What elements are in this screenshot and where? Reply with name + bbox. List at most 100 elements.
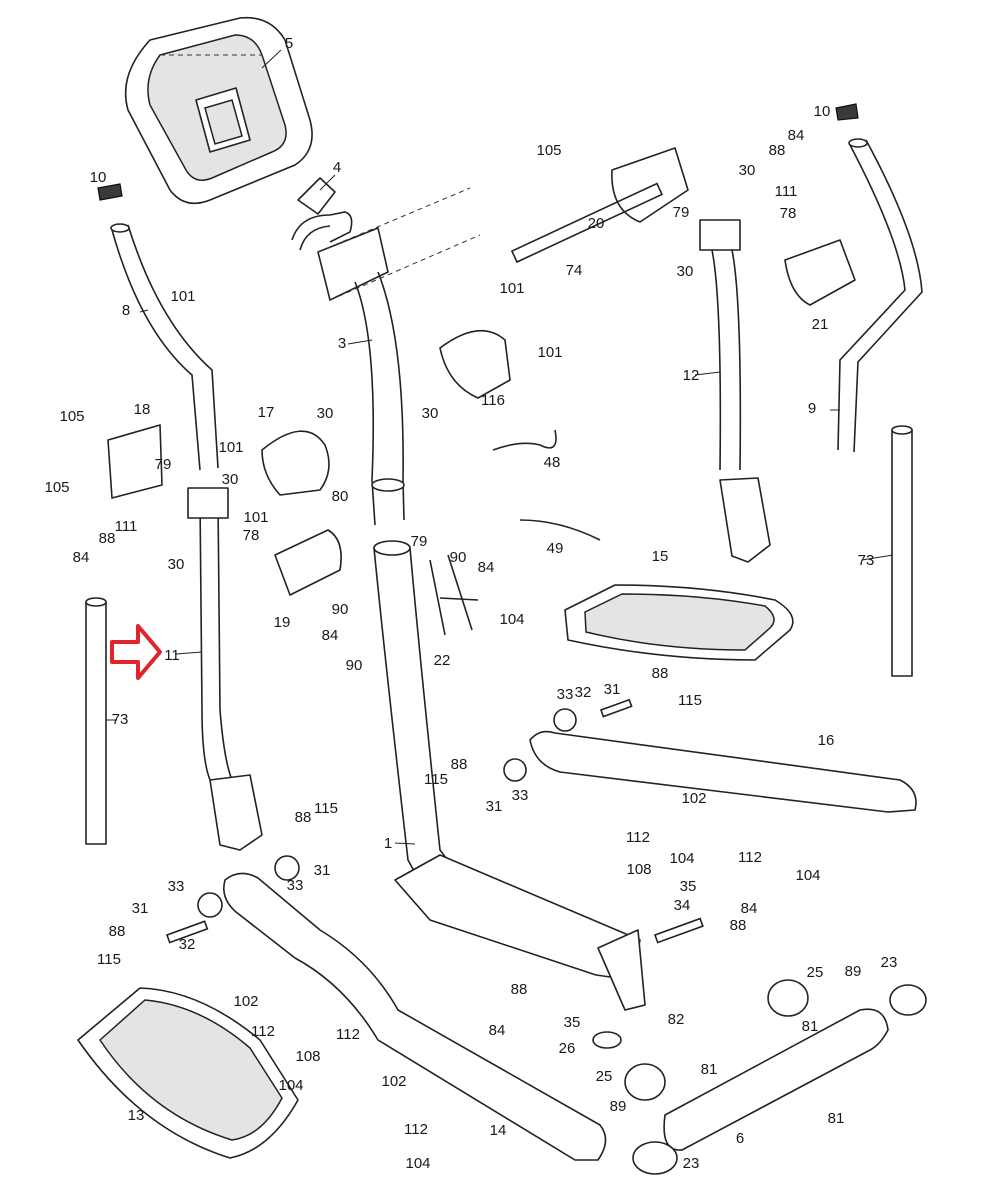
callout-label-89: 89 [610,1098,627,1115]
callout-label-33: 33 [512,787,529,804]
callout-label-32: 32 [179,936,196,953]
callout-label-101: 101 [499,280,524,297]
callout-label-9: 9 [808,400,816,417]
callout-label-80: 80 [332,488,349,505]
handlebar-9 [835,103,923,453]
callout-label-25: 25 [807,964,824,981]
callout-label-88: 88 [99,530,116,547]
callout-label-105: 105 [44,479,69,496]
callout-label-34: 34 [674,897,691,914]
callout-label-84: 84 [73,549,90,566]
stabilizer-6 [624,979,927,1175]
callout-label-104: 104 [499,611,524,628]
callout-label-90: 90 [450,549,467,566]
callouts: 1345689101011121314151617181920212223232… [44,35,897,1172]
callout-label-73: 73 [858,552,875,569]
callout-label-81: 81 [701,1061,718,1078]
callout-label-90: 90 [346,657,363,674]
callout-label-14: 14 [490,1122,507,1139]
callout-label-30: 30 [422,405,439,422]
callout-label-104: 104 [795,867,820,884]
callout-label-88: 88 [295,809,312,826]
callout-label-33: 33 [168,878,185,895]
pedal-arm-16 [529,730,917,813]
hardware [107,147,856,1049]
callout-label-22: 22 [434,652,451,669]
callout-label-12: 12 [683,367,700,384]
callout-label-15: 15 [652,548,669,565]
callout-label-48: 48 [544,454,561,471]
callout-label-111: 111 [115,518,138,535]
callout-label-16: 16 [818,732,835,749]
callout-label-73: 73 [112,711,129,728]
handlebar-8 [97,183,219,471]
part-4 [297,177,336,215]
callout-label-20: 20 [588,215,605,232]
callout-label-88: 88 [730,917,747,934]
callout-label-79: 79 [411,533,428,550]
callout-label-88: 88 [652,665,669,682]
callout-label-112: 112 [336,1026,360,1043]
callout-label-31: 31 [604,681,621,698]
callout-label-111: 111 [775,183,798,200]
callout-label-81: 81 [828,1110,845,1127]
highlight-arrow [110,624,162,680]
callout-label-112: 112 [738,849,762,866]
callout-label-101: 101 [170,288,195,305]
callout-label-105: 105 [59,408,84,425]
callout-label-1: 1 [384,835,392,852]
callout-label-105: 105 [536,142,561,159]
callout-label-30: 30 [677,263,694,280]
callout-label-88: 88 [451,756,468,773]
callout-label-101: 101 [537,344,562,361]
callout-label-26: 26 [559,1040,576,1057]
callout-label-10: 10 [90,169,107,186]
callout-label-33: 33 [287,877,304,894]
callout-label-3: 3 [338,335,346,352]
callout-label-6: 6 [736,1130,744,1147]
callout-label-89: 89 [845,963,862,980]
pedal-15 [564,584,794,661]
pedal-arm-14 [223,872,607,1161]
tube-73-left [85,597,107,845]
callout-label-30: 30 [317,405,334,422]
callout-label-115: 115 [314,800,338,817]
callout-label-30: 30 [168,556,185,573]
callout-label-78: 78 [243,527,260,544]
callout-label-112: 112 [251,1023,275,1040]
callout-label-11: 11 [164,647,180,664]
callout-label-18: 18 [134,401,151,418]
callout-label-108: 108 [626,861,651,878]
callout-label-104: 104 [669,850,694,867]
callout-label-79: 79 [673,204,690,221]
callout-label-82: 82 [668,1011,685,1028]
callout-label-23: 23 [683,1155,700,1172]
callout-label-32: 32 [575,684,592,701]
callout-label-30: 30 [739,162,756,179]
callout-label-116: 116 [481,392,505,409]
callout-label-35: 35 [680,878,697,895]
callout-label-115: 115 [97,951,121,968]
callout-label-35: 35 [564,1014,581,1031]
callout-label-102: 102 [681,790,706,807]
callout-label-10: 10 [814,103,831,120]
callout-label-17: 17 [258,404,275,421]
callout-label-31: 31 [132,900,149,917]
callout-label-115: 115 [424,771,448,788]
callout-label-84: 84 [478,559,495,576]
leader-lines [106,49,894,845]
callout-label-31: 31 [314,862,331,879]
callout-label-25: 25 [596,1068,613,1085]
callout-label-5: 5 [285,35,293,52]
callout-label-84: 84 [322,627,339,644]
callout-label-30: 30 [222,471,239,488]
callout-label-112: 112 [626,829,650,846]
callout-label-102: 102 [381,1073,406,1090]
callout-label-33: 33 [557,686,574,703]
callout-label-104: 104 [278,1077,303,1094]
callout-label-101: 101 [218,439,243,456]
callout-label-104: 104 [405,1155,430,1172]
callout-label-4: 4 [333,159,341,176]
